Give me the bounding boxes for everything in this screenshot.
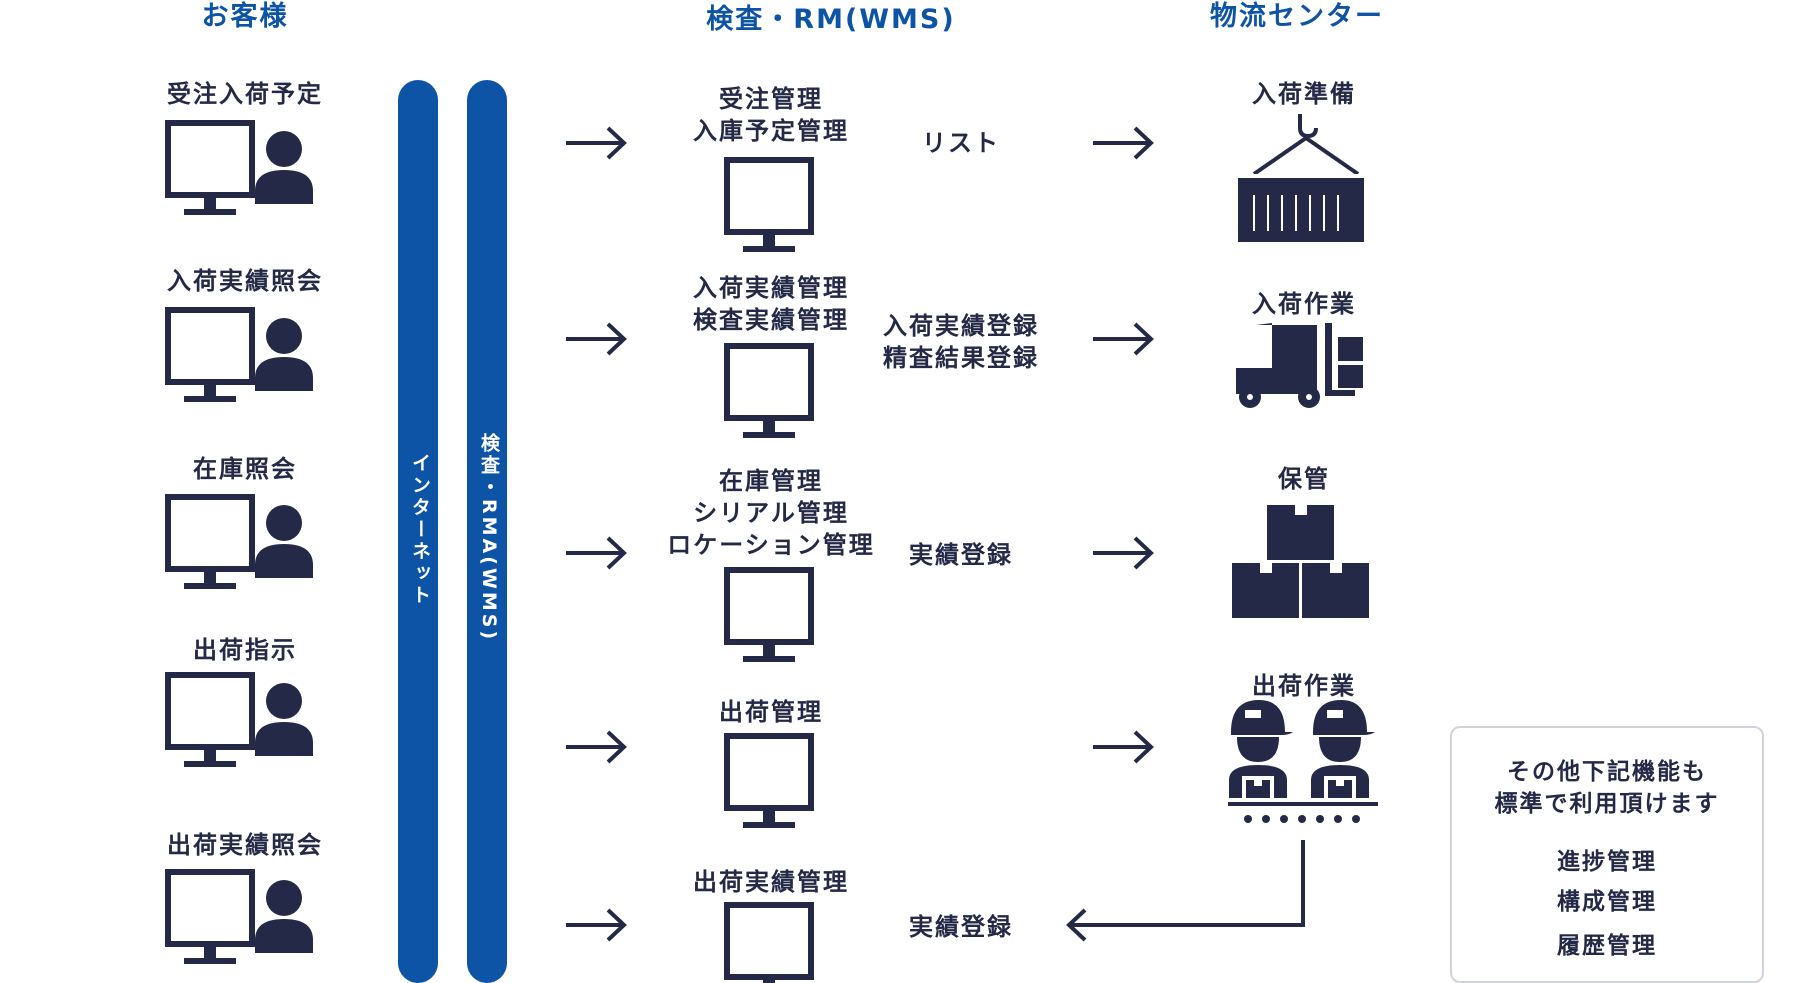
person-icon	[255, 131, 313, 204]
system-label-5-line-1: 出荷実績管理	[693, 868, 849, 896]
person-icon	[255, 318, 313, 391]
customer-label-4: 出荷指示	[193, 636, 297, 664]
arrow-right-icon	[1091, 536, 1153, 570]
internet-bar	[398, 80, 438, 983]
monitor-icon	[727, 160, 811, 252]
arrow-right-icon	[1091, 322, 1153, 356]
system-label-3-line-3: ロケーション管理	[667, 531, 875, 559]
monitor-icon	[727, 570, 811, 662]
arrow-right-icon	[564, 536, 626, 570]
flow-label-1: リスト	[922, 129, 1000, 157]
note-item-2: 構成管理	[1557, 889, 1657, 915]
system-label-2-line-1: 入荷実績管理	[693, 274, 849, 302]
system-label-4: 出荷管理	[719, 696, 823, 728]
center-label-1: 入荷準備	[1252, 80, 1356, 108]
arrow-right-icon	[564, 322, 626, 356]
flow-label-2: 入荷実績登録 精査結果登録	[883, 310, 1039, 374]
return-arrow	[1066, 840, 1305, 942]
note-item-1: 進捗管理	[1557, 849, 1657, 875]
monitor-icon	[168, 497, 252, 589]
system-label-1-line-2: 入庫予定管理	[693, 117, 849, 145]
system-label-3-line-2: シリアル管理	[693, 499, 849, 527]
customer-label-2: 入荷実績照会	[167, 267, 323, 295]
system-label-5: 出荷実績管理	[693, 866, 849, 898]
person-icon	[255, 505, 313, 578]
note-title-line-1: その他下記機能も	[1507, 759, 1707, 785]
customer-label-3: 在庫照会	[193, 455, 297, 483]
center-label-2: 入荷作業	[1252, 290, 1356, 318]
customer-label-5: 出荷実績照会	[167, 831, 323, 859]
wms-bar	[467, 80, 507, 983]
arrow-right-icon	[1091, 730, 1153, 764]
note-title-line-2: 標準で利用頂けます	[1494, 791, 1720, 817]
wms-bar-label: 検査・RMA(WMS)	[478, 433, 500, 643]
arrows-to-system	[564, 126, 626, 942]
system-label-2-line-2: 検査実績管理	[693, 306, 849, 334]
center-label-4: 出荷作業	[1252, 672, 1356, 700]
system-icons	[727, 160, 811, 983]
customer-label-1: 受注入荷予定	[167, 80, 323, 108]
system-label-3-line-1: 在庫管理	[719, 467, 823, 495]
monitor-icon	[168, 123, 252, 215]
monitor-icon	[168, 675, 252, 767]
flow-label-5: 実績登録	[909, 913, 1013, 941]
monitor-icon	[168, 872, 252, 964]
note-item-3: 履歴管理	[1557, 933, 1657, 959]
internet-bar-label: インターネット	[409, 453, 431, 607]
feature-note-box: その他下記機能も 標準で利用頂けます 進捗管理 構成管理 履歴管理	[1450, 726, 1764, 983]
workers-icon	[1228, 700, 1378, 823]
system-label-1-line-1: 受注管理	[719, 85, 823, 113]
boxes-icon	[1232, 505, 1369, 618]
system-label-3: 在庫管理 シリアル管理 ロケーション管理	[667, 465, 875, 561]
forklift-icon	[1236, 323, 1363, 408]
monitor-icon	[727, 905, 811, 983]
system-label-4-line-1: 出荷管理	[719, 698, 823, 726]
system-label-1: 受注管理 入庫予定管理	[693, 83, 849, 147]
flow-label-2-line-1: 入荷実績登録	[883, 312, 1039, 340]
arrow-right-icon	[564, 730, 626, 764]
header-customer: お客様	[201, 1, 289, 32]
monitor-icon	[168, 310, 252, 402]
arrows-to-center	[1091, 126, 1153, 764]
monitor-icon	[727, 346, 811, 438]
header-system: 検査・RM(WMS)	[706, 4, 956, 35]
center-label-3: 保管	[1278, 465, 1330, 493]
system-label-2: 入荷実績管理 検査実績管理	[693, 272, 849, 336]
person-icon	[255, 880, 313, 953]
person-icon	[255, 683, 313, 756]
flow-label-2-line-2: 精査結果登録	[883, 344, 1039, 372]
monitor-icon	[727, 736, 811, 828]
arrow-right-icon	[564, 126, 626, 160]
flow-label-3: 実績登録	[909, 541, 1013, 569]
arrow-right-icon	[1091, 126, 1153, 160]
container-icon	[1238, 114, 1364, 242]
arrow-right-icon	[564, 908, 626, 942]
header-center: 物流センター	[1210, 1, 1384, 32]
customer-icons	[168, 123, 313, 964]
